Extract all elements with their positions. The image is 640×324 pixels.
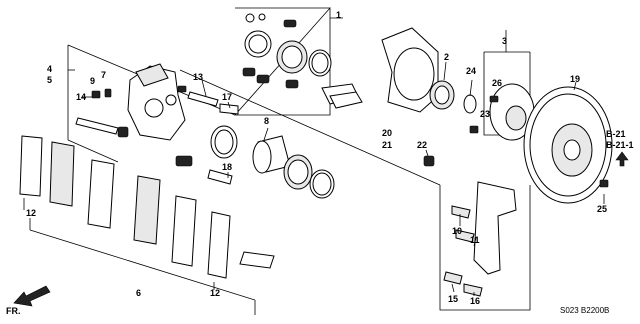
callout-22: 22 [417, 140, 427, 150]
brake-pads-group [19, 135, 275, 315]
callout-7: 7 [101, 70, 106, 80]
caliper-bracket [439, 181, 531, 311]
caliper-group [67, 44, 239, 185]
callout-3: 3 [502, 36, 507, 46]
callout-17: 17 [222, 92, 232, 102]
callout-16: 16 [470, 296, 480, 306]
callout-13: 13 [193, 72, 203, 82]
diagram-code: S023 B2200B [560, 306, 609, 315]
callout-12b: 12 [210, 288, 220, 298]
brake-rotor [523, 86, 613, 204]
callout-1: 1 [336, 10, 341, 20]
front-label: FR. [6, 306, 21, 316]
splash-shield-group [381, 27, 477, 167]
callout-10: 10 [452, 226, 462, 236]
reference-arrow-icon [615, 151, 629, 167]
hub-group [469, 51, 535, 141]
callout-18: 18 [222, 162, 232, 172]
piston-group [179, 69, 441, 199]
callout-25: 25 [597, 204, 607, 214]
ref-label-top: B-21 [606, 129, 626, 139]
ref-label-bottom: B-21-1 [606, 140, 634, 150]
callout-4: 4 [47, 64, 52, 74]
callout-14: 14 [76, 92, 86, 102]
callout-12a: 12 [26, 208, 36, 218]
callout-2: 2 [444, 52, 449, 62]
seal-kit-group [234, 6, 363, 116]
callout-23: 23 [480, 109, 490, 119]
callout-15: 15 [448, 294, 458, 304]
callout-26: 26 [492, 78, 502, 88]
callout-20: 20 [382, 128, 392, 138]
callout-24: 24 [466, 66, 476, 76]
callout-5: 5 [47, 75, 52, 85]
callout-11: 11 [470, 235, 480, 245]
callout-9: 9 [90, 76, 95, 86]
leader-lines [23, 30, 605, 296]
callout-8: 8 [264, 116, 269, 126]
front-arrow [13, 285, 51, 307]
callout-19: 19 [570, 74, 580, 84]
callout-21: 21 [382, 140, 392, 150]
callout-6: 6 [136, 288, 141, 298]
